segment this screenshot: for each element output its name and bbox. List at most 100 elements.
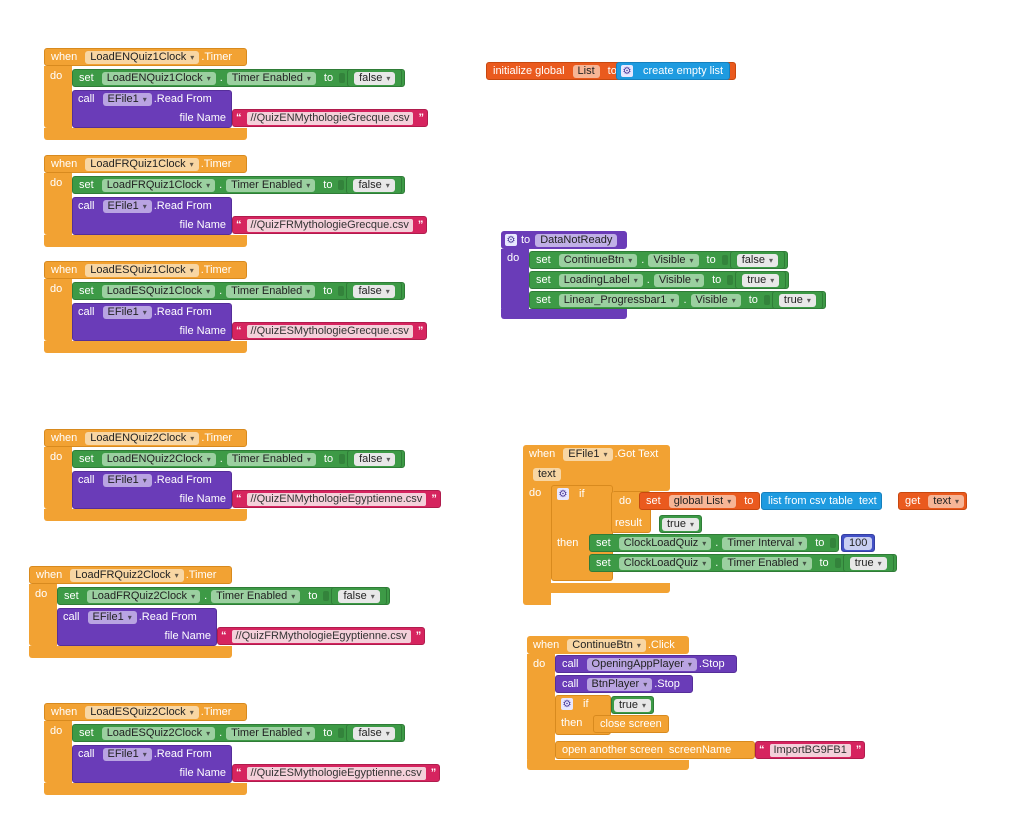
file-name-string[interactable]: “ //QuizENMythologieEgyptienne.csv ” (232, 490, 441, 508)
call-read-from-block[interactable] (72, 745, 232, 783)
property-dropdown[interactable]: Visible (648, 253, 699, 267)
call-stop-block[interactable]: call BtnPlayer .Stop (555, 675, 693, 693)
property-dropdown[interactable]: Timer Enabled (226, 71, 316, 85)
boolean-dropdown[interactable]: false (354, 452, 396, 466)
when-header[interactable]: when LoadENQuiz1Clock .Timer (44, 48, 247, 66)
property-dropdown[interactable]: Timer Interval (722, 536, 808, 550)
file-name-string[interactable]: “ //QuizESMythologieGrecque.csv ” (232, 322, 428, 340)
property-dropdown[interactable]: Timer Enabled (226, 284, 316, 298)
clock-component-dropdown[interactable]: LoadENQuiz1Clock (85, 50, 200, 64)
set-timer-interval-block[interactable]: set ClockLoadQuiz . Timer Interval to (589, 534, 840, 552)
call-read-from-block[interactable] (57, 608, 217, 646)
clock-component-dropdown[interactable]: LoadFRQuiz1Clock (85, 157, 199, 171)
proc-name-field[interactable]: DataNotReady (535, 233, 618, 247)
property-dropdown[interactable]: Timer Enabled (226, 452, 316, 466)
call-read-from-block[interactable] (72, 303, 232, 341)
file-component-dropdown[interactable]: EFile1 (87, 610, 137, 624)
boolean-dropdown[interactable]: true (849, 556, 887, 570)
open-another-screen-block[interactable]: open another screen screenName (555, 741, 755, 759)
file-component-dropdown[interactable]: EFile1 (102, 747, 152, 761)
global-var-dropdown[interactable]: global List (668, 494, 737, 508)
property-dropdown[interactable]: Timer Enabled (226, 178, 316, 192)
file-name-string[interactable]: “ //QuizFRMythologieEgyptienne.csv ” (217, 627, 426, 645)
boolean-dropdown[interactable]: true (614, 698, 651, 712)
clock-dropdown[interactable]: LoadESQuiz2Clock (101, 726, 216, 740)
file-name-value[interactable]: //QuizFRMythologieGrecque.csv (246, 218, 413, 232)
file-name-value[interactable]: //QuizENMythologieEgyptienne.csv (246, 492, 427, 506)
file-name-string[interactable]: “ //QuizFRMythologieGrecque.csv ” (232, 216, 428, 234)
property-dropdown[interactable]: Visible (690, 293, 741, 307)
false-block[interactable]: false (346, 282, 402, 300)
file-name-string[interactable]: “ //QuizENMythologieGrecque.csv ” (232, 109, 428, 127)
gear-icon[interactable]: ⚙ (557, 488, 569, 500)
when-header[interactable]: when LoadESQuiz2Clock .Timer (44, 703, 247, 721)
property-dropdown[interactable]: Timer Enabled (211, 589, 301, 603)
property-dropdown[interactable]: Visible (653, 273, 705, 287)
file-component-dropdown[interactable]: EFile1 (102, 305, 152, 319)
clock-component-dropdown[interactable]: LoadFRQuiz2Clock (70, 568, 184, 582)
when-header[interactable]: when LoadFRQuiz2Clock .Timer (29, 566, 232, 584)
clock-dropdown[interactable]: LoadESQuiz1Clock (101, 284, 216, 298)
clock-component-dropdown[interactable]: LoadENQuiz2Clock (85, 431, 200, 445)
true-block[interactable]: true (611, 696, 654, 714)
gear-icon[interactable]: ⚙ (505, 234, 517, 246)
player-dropdown[interactable]: BtnPlayer (586, 677, 653, 691)
boolean-block[interactable]: false (729, 251, 785, 269)
boolean-dropdown[interactable]: false (736, 253, 778, 267)
if-then-block[interactable] (551, 485, 613, 581)
set-timer-enabled-block[interactable]: set ClockLoadQuiz . Timer Enabled to tru… (589, 554, 897, 572)
clock-dropdown[interactable]: ClockLoadQuiz (618, 556, 712, 570)
call-read-from-block[interactable] (72, 90, 232, 128)
set-timer-enabled-block[interactable]: set LoadESQuiz1Clock . Timer Enabled to … (72, 282, 405, 300)
set-timer-enabled-block[interactable]: set LoadENQuiz1Clock . Timer Enabled to … (72, 69, 406, 87)
boolean-dropdown[interactable]: true (662, 517, 699, 531)
screen-name-string[interactable]: “ ImportBG9FB1 ” (755, 741, 866, 759)
set-timer-enabled-block[interactable]: set LoadFRQuiz1Clock . Timer Enabled to … (72, 176, 405, 194)
call-stop-block[interactable]: call OpeningAppPlayer .Stop (555, 655, 737, 673)
clock-component-dropdown[interactable]: LoadESQuiz1Clock (85, 263, 199, 277)
file-name-value[interactable]: //QuizENMythologieGrecque.csv (246, 111, 414, 125)
false-block[interactable]: false (346, 724, 402, 742)
do-result-block[interactable] (611, 491, 651, 533)
when-header[interactable]: when LoadFRQuiz1Clock .Timer (44, 155, 247, 173)
file-name-value[interactable]: //QuizFRMythologieEgyptienne.csv (231, 629, 411, 643)
boolean-dropdown[interactable]: false (353, 726, 395, 740)
file-name-string[interactable]: “ //QuizESMythologieEgyptienne.csv ” (232, 764, 441, 782)
clock-dropdown[interactable]: LoadENQuiz1Clock (101, 71, 216, 85)
player-dropdown[interactable]: OpeningAppPlayer (586, 657, 697, 671)
call-read-from-block[interactable] (72, 471, 232, 509)
boolean-dropdown[interactable]: false (354, 71, 396, 85)
file-component-dropdown[interactable]: EFile1 (102, 92, 152, 106)
get-var-dropdown[interactable]: text (928, 494, 965, 508)
file-component-dropdown[interactable]: EFile1 (102, 199, 152, 213)
true-block[interactable]: true (659, 515, 702, 533)
get-text-block[interactable]: get text (898, 492, 968, 510)
global-name-field[interactable]: List (572, 64, 600, 78)
boolean-dropdown[interactable]: true (778, 293, 816, 307)
number-block[interactable]: 100 (841, 534, 876, 552)
when-header[interactable]: when LoadENQuiz2Clock .Timer (44, 429, 247, 447)
false-block[interactable]: false (347, 69, 403, 87)
component-dropdown[interactable]: Linear_Progressbar1 (558, 293, 680, 307)
create-empty-list-block[interactable]: ⚙ create empty list (616, 62, 731, 80)
close-screen-block[interactable]: close screen (593, 715, 669, 733)
set-timer-enabled-block[interactable]: set LoadENQuiz2Clock . Timer Enabled to … (72, 450, 406, 468)
file-name-value[interactable]: //QuizESMythologieGrecque.csv (246, 324, 413, 338)
false-block[interactable]: false (331, 587, 387, 605)
click-component-dropdown[interactable]: ContinueBtn (567, 638, 646, 652)
gear-icon[interactable]: ⚙ (561, 698, 573, 710)
false-block[interactable]: false (346, 176, 402, 194)
boolean-block[interactable]: true (735, 271, 787, 289)
when-header[interactable]: when LoadESQuiz1Clock .Timer (44, 261, 247, 279)
clock-dropdown[interactable]: LoadFRQuiz2Clock (86, 589, 201, 603)
call-read-from-block[interactable] (72, 197, 232, 235)
file-name-value[interactable]: //QuizESMythologieEgyptienne.csv (246, 766, 426, 780)
boolean-dropdown[interactable]: true (742, 273, 780, 287)
component-dropdown[interactable]: LoadingLabel (558, 273, 643, 287)
clock-dropdown[interactable]: ClockLoadQuiz (618, 536, 712, 550)
property-dropdown[interactable]: Timer Enabled (226, 726, 316, 740)
boolean-dropdown[interactable]: false (353, 178, 395, 192)
